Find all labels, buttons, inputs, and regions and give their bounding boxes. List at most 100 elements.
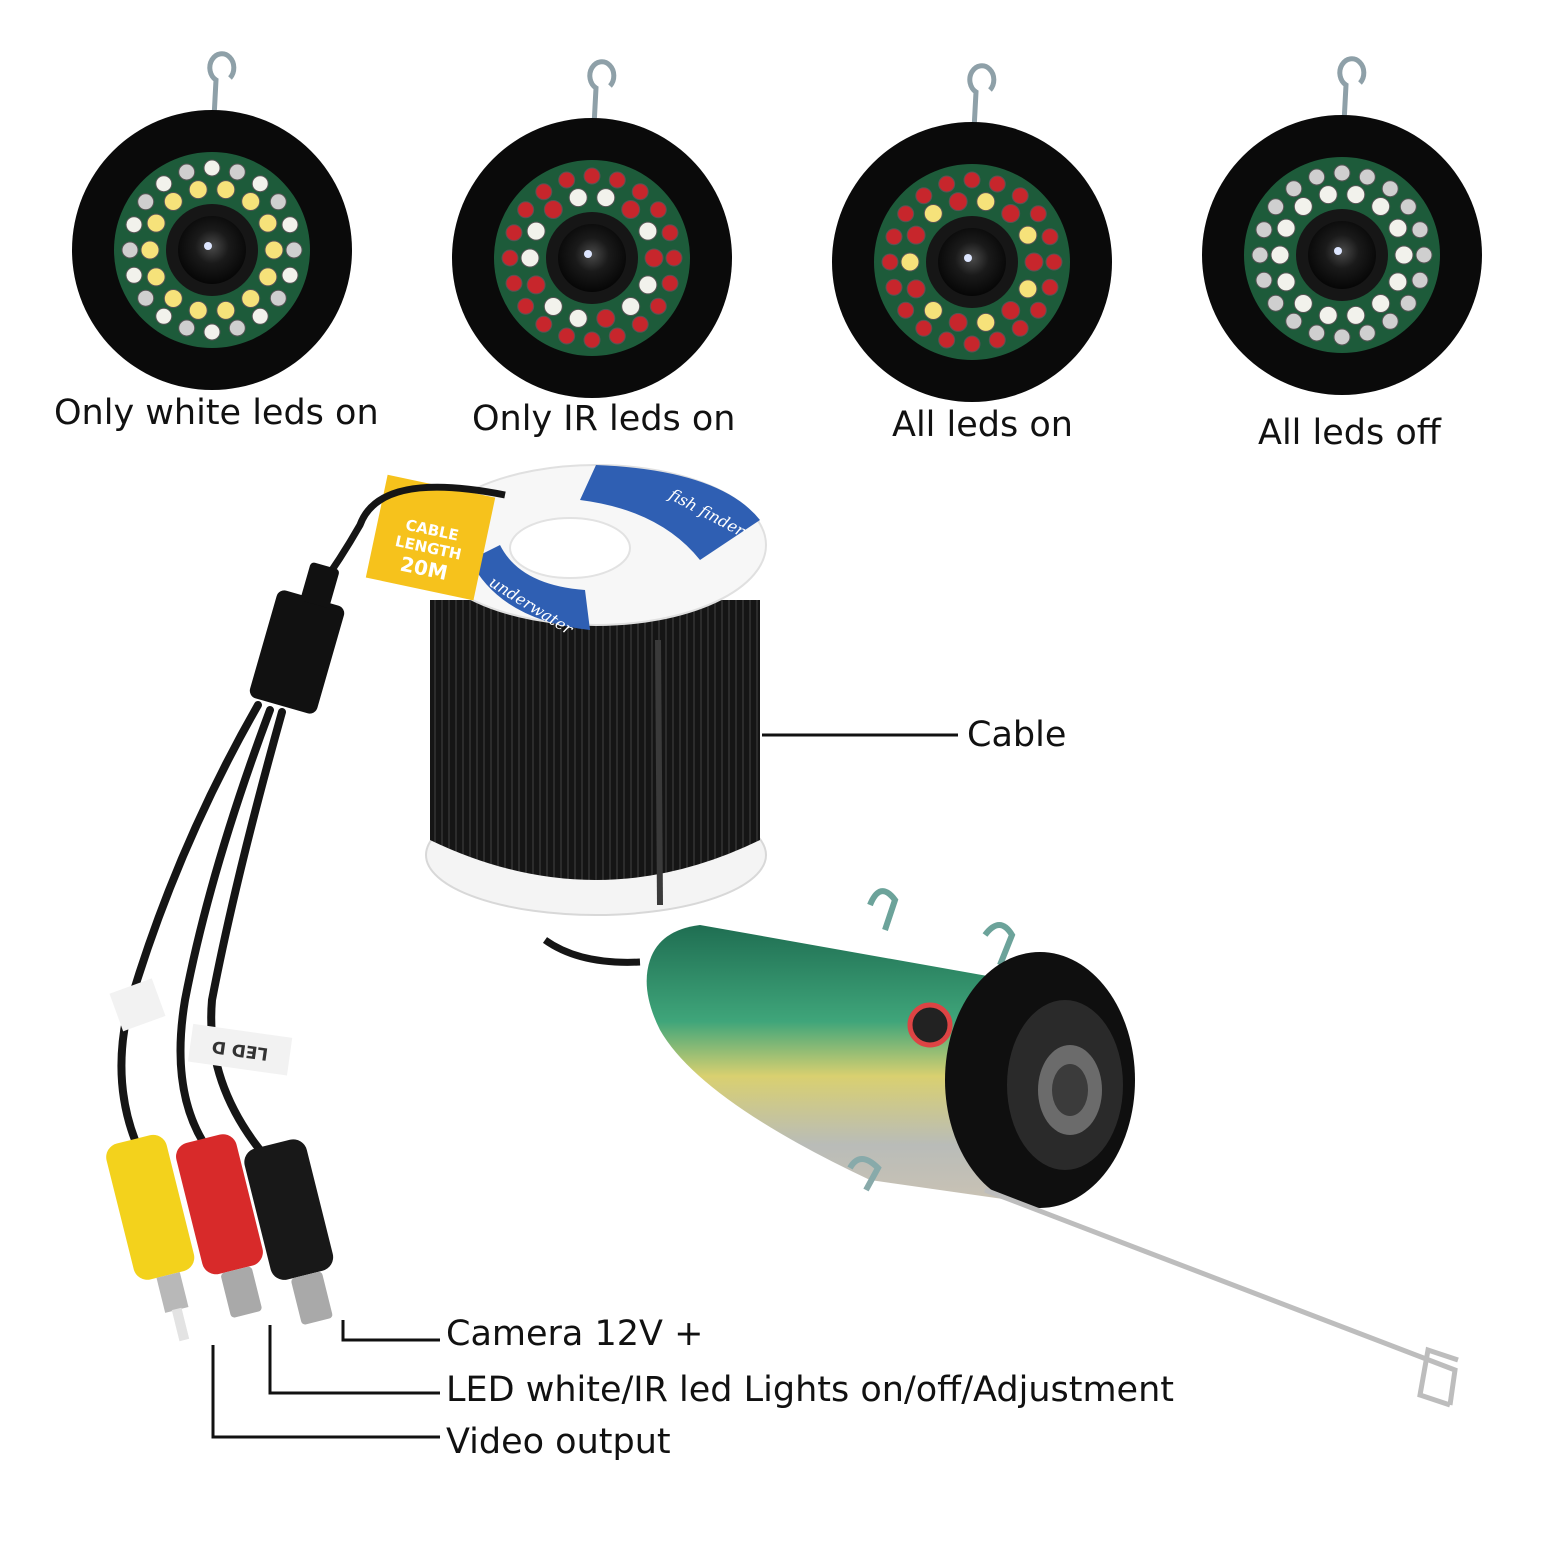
camera-face-white <box>72 51 352 390</box>
led-all <box>1041 228 1059 246</box>
led-off <box>1411 271 1429 289</box>
led-off <box>1251 246 1269 264</box>
led-white <box>241 289 261 308</box>
led-off <box>1388 218 1408 238</box>
led-ir <box>631 315 649 333</box>
camera-face-all <box>832 63 1112 402</box>
led-white <box>258 213 278 233</box>
led-ir <box>621 200 641 219</box>
led-ir <box>608 171 626 189</box>
led-off <box>1276 218 1296 238</box>
led-off <box>1293 294 1313 313</box>
led-all <box>906 279 926 299</box>
led-all <box>1011 187 1029 205</box>
led-white <box>125 266 143 284</box>
cable-label-tag: LED D <box>187 1023 293 1076</box>
led-all <box>938 331 956 349</box>
led-all <box>885 278 903 296</box>
led-white <box>241 192 261 211</box>
led-all <box>923 301 943 320</box>
led-white <box>269 289 287 307</box>
led-all <box>963 171 981 189</box>
led-off <box>1308 168 1326 186</box>
led-off <box>1346 305 1366 325</box>
led-ir <box>621 297 641 316</box>
led-ir <box>661 224 679 242</box>
led-all <box>1001 301 1021 320</box>
led-off <box>1308 324 1326 342</box>
led-off <box>1381 180 1399 198</box>
led-ir <box>501 249 519 267</box>
led-all <box>1041 278 1059 296</box>
red-dc-plug <box>176 1134 263 1318</box>
led-off <box>1333 164 1351 182</box>
led-white <box>125 216 143 234</box>
callout-lines <box>211 733 958 1439</box>
cable-spool: fish finder underwater <box>425 464 767 916</box>
led-ir <box>583 167 601 185</box>
led-ir <box>596 308 616 328</box>
led-off <box>1270 245 1290 265</box>
led-ir <box>505 224 523 242</box>
led-all <box>1011 319 1029 337</box>
led-white <box>251 307 269 325</box>
led-all <box>1045 253 1063 271</box>
led-ir <box>644 248 664 268</box>
led-ir <box>649 297 667 315</box>
led-white <box>216 180 236 200</box>
led-white <box>188 180 208 200</box>
camera-face-ir <box>452 59 732 398</box>
led-off <box>1255 271 1273 289</box>
led-all <box>1018 225 1038 245</box>
led-off <box>1333 328 1351 346</box>
led-white <box>137 193 155 211</box>
led-all <box>915 187 933 205</box>
led-all <box>923 204 943 223</box>
led-off <box>1358 324 1376 342</box>
led-ir <box>505 274 523 292</box>
led-white <box>285 241 303 259</box>
led-white <box>178 163 196 181</box>
camera-power-callout-line <box>341 1320 440 1342</box>
led-white <box>228 163 246 181</box>
led-off <box>1399 198 1417 216</box>
led-ir <box>596 188 616 208</box>
led-ir <box>661 274 679 292</box>
mode-label-white: Only white leds on <box>54 393 379 433</box>
camera-face-off <box>1202 56 1482 395</box>
led-ir <box>543 297 563 316</box>
led-all <box>1029 205 1047 223</box>
led-all <box>1018 279 1038 299</box>
led-ir <box>649 201 667 219</box>
led-all <box>988 175 1006 193</box>
led-ir <box>517 297 535 315</box>
led-all <box>938 175 956 193</box>
led-white <box>281 216 299 234</box>
led-white <box>163 289 183 308</box>
led-ir <box>520 248 540 268</box>
led-white <box>163 192 183 211</box>
led-all <box>906 225 926 245</box>
led-white <box>140 240 160 260</box>
led-all <box>915 319 933 337</box>
led-all <box>976 312 996 332</box>
led-off <box>1318 305 1338 325</box>
led-white <box>269 193 287 211</box>
led-white <box>281 266 299 284</box>
led-white <box>203 323 221 341</box>
led-ir <box>535 315 553 333</box>
led-off <box>1358 168 1376 186</box>
led-ir <box>543 200 563 219</box>
led-all <box>881 253 899 271</box>
led-all <box>948 312 968 332</box>
led-all <box>948 192 968 212</box>
led-off <box>1371 294 1391 313</box>
led-white <box>258 267 278 287</box>
led-all <box>885 228 903 246</box>
led-off <box>1267 294 1285 312</box>
video-output-callout-line <box>211 1345 440 1439</box>
led-all <box>988 331 1006 349</box>
led-all <box>897 205 915 223</box>
led-white <box>264 240 284 260</box>
